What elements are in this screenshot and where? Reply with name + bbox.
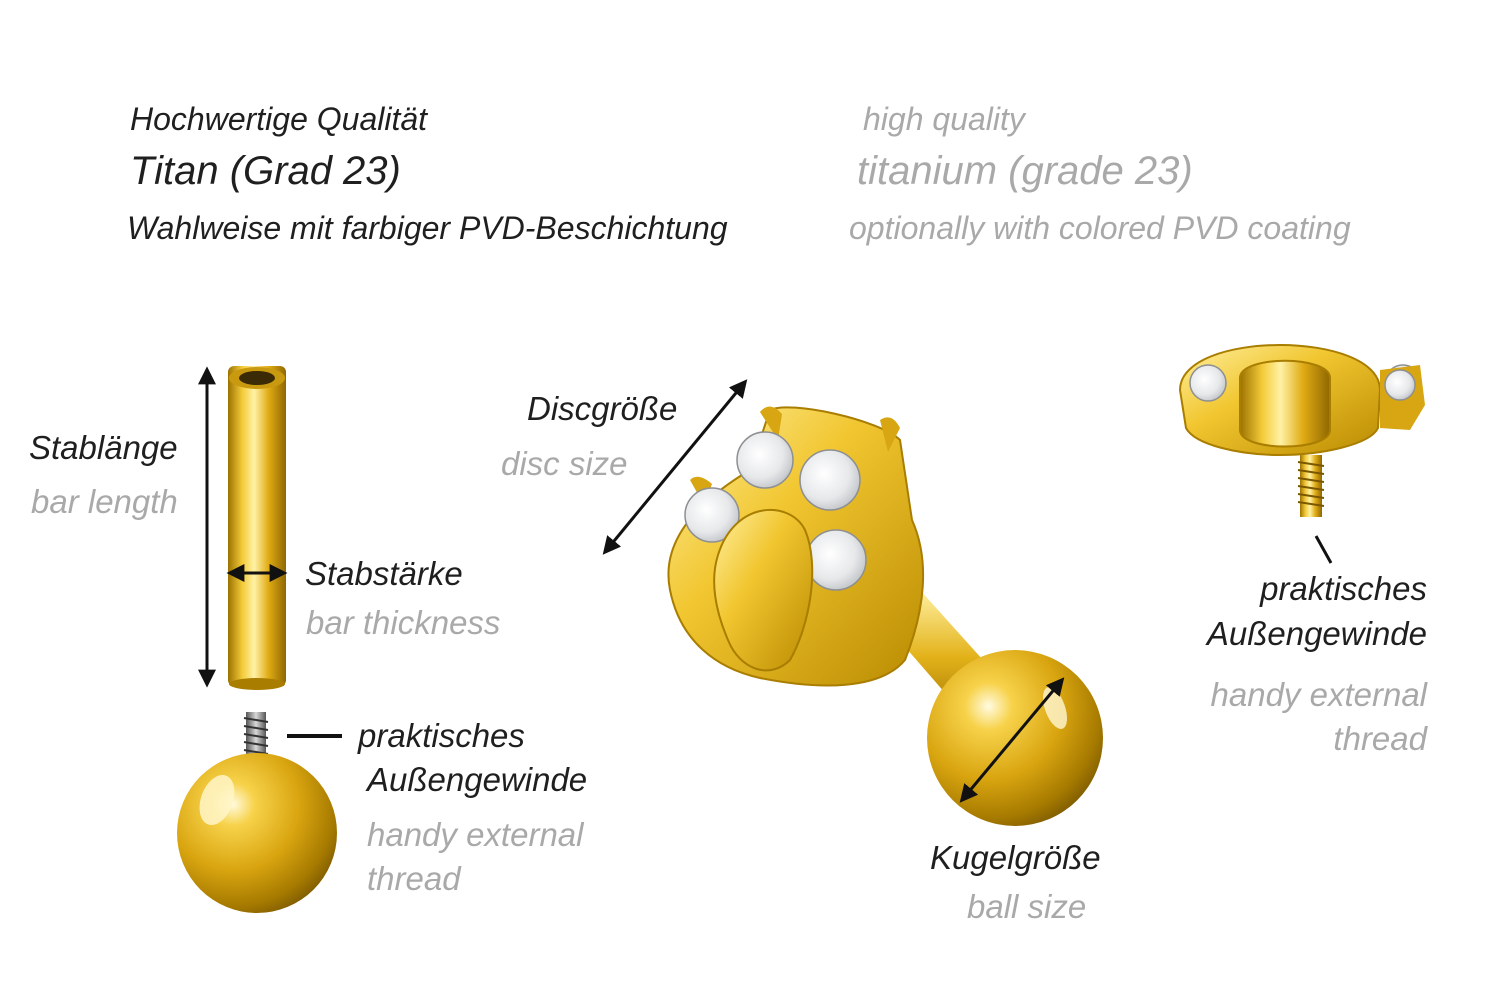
ball-with-thread-illustration: [177, 712, 337, 913]
ball-size-de: Kugelgröße: [930, 839, 1101, 876]
material-de: Titan (Grad 23): [130, 149, 401, 193]
quality-en: high quality: [863, 101, 1025, 137]
disc-size-de: Discgröße: [527, 390, 678, 427]
bar-length-en: bar length: [31, 483, 178, 520]
thread-left-de-2: Außengewinde: [367, 761, 588, 798]
thread-right-pointer: [1314, 535, 1333, 564]
quality-de: Hochwertige Qualität: [130, 101, 428, 137]
bar-thickness-de: Stabstärke: [305, 555, 463, 592]
coating-de: Wahlweise mit farbiger PVD-Beschichtung: [127, 210, 728, 246]
coating-en: optionally with colored PVD coating: [849, 210, 1351, 246]
thread-right-de-1: praktisches: [1260, 570, 1427, 607]
disc-size-arrow: [602, 379, 748, 555]
disc-top-illustration: [1178, 343, 1425, 517]
ball-size-arrow: [959, 677, 1065, 803]
bar-illustration: [228, 366, 286, 690]
disc-size-en: disc size: [501, 445, 628, 482]
thread-left-de-1: praktisches: [358, 717, 525, 754]
thread-right-en-2: thread: [1333, 720, 1427, 757]
ball-size-en: ball size: [967, 888, 1087, 925]
material-en: titanium (grade 23): [857, 149, 1193, 193]
thread-left-en-2: thread: [367, 860, 461, 897]
bar-length-de: Stablänge: [29, 429, 178, 466]
thread-right-en-1: handy external: [1210, 676, 1427, 713]
thread-right-de-2: Außengewinde: [1206, 615, 1427, 652]
bar-thickness-en: bar thickness: [306, 604, 501, 641]
thread-left-en-1: handy external: [367, 816, 584, 853]
stud-illustration: [667, 406, 1103, 826]
